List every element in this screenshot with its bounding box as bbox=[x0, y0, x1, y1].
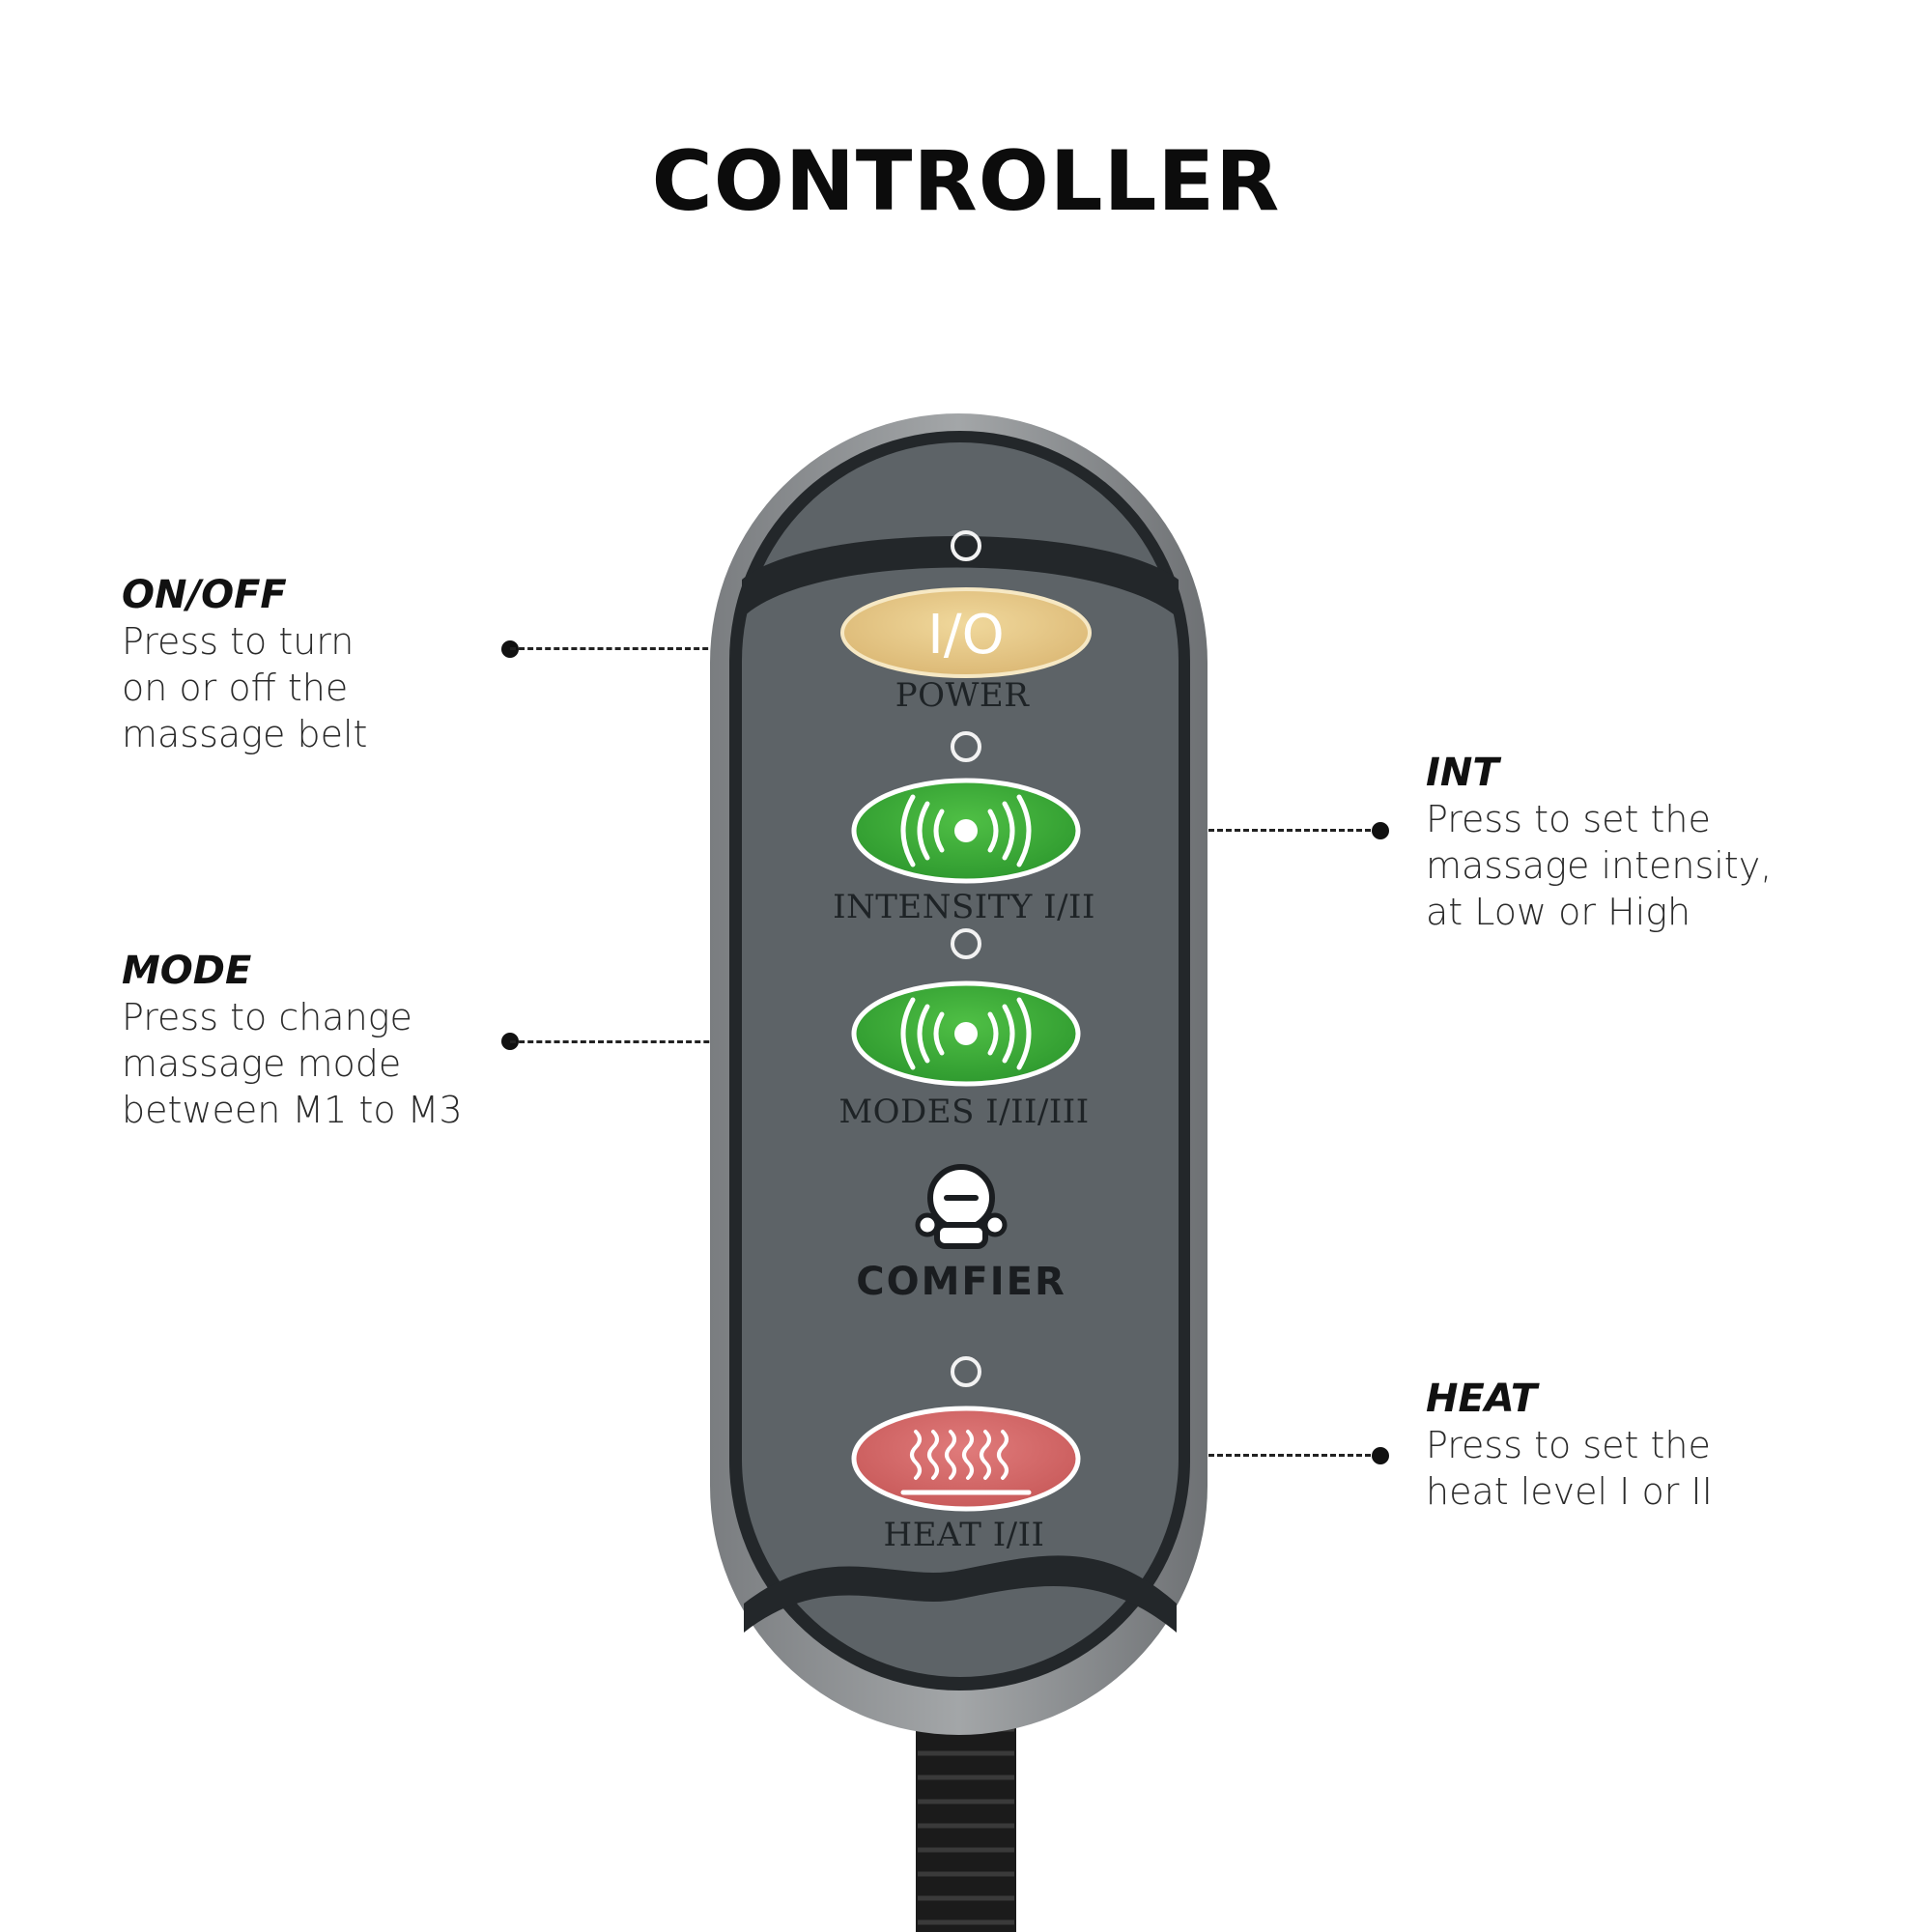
callout-int: INT Press to set the massage intensity, … bbox=[1426, 750, 1772, 935]
callout-line: at Low or High bbox=[1426, 891, 1691, 933]
led-indicator bbox=[951, 731, 981, 762]
bottom-band bbox=[744, 1555, 1177, 1633]
callout-line: Press to set the bbox=[1426, 798, 1711, 840]
callout-heading: MODE bbox=[122, 949, 252, 993]
intensity-label: INTENSITY I/II bbox=[833, 888, 1095, 926]
heat-button[interactable] bbox=[851, 1406, 1081, 1512]
intensity-button[interactable] bbox=[851, 778, 1081, 884]
brand-name: COMFIER bbox=[856, 1260, 1066, 1304]
callout-mode: MODE Press to change massage mode betwee… bbox=[122, 948, 463, 1133]
leader-dot bbox=[1372, 822, 1389, 839]
power-button[interactable]: I/O bbox=[840, 587, 1092, 678]
callout-line: Press to turn bbox=[122, 620, 355, 663]
callout-heading: HEAT bbox=[1426, 1377, 1538, 1421]
callout-line: Press to set the bbox=[1426, 1424, 1711, 1466]
callout-line: heat level I or II bbox=[1426, 1470, 1713, 1513]
callout-line: massage mode bbox=[122, 1042, 402, 1085]
callout-heat: HEAT Press to set the heat level I or II bbox=[1426, 1376, 1713, 1515]
brand-logo: COMFIER bbox=[856, 1164, 1066, 1304]
vibration-icon bbox=[900, 794, 1032, 867]
vibration-icon bbox=[900, 997, 1032, 1070]
led-indicator bbox=[951, 928, 981, 959]
callout-line: on or off the bbox=[122, 667, 349, 709]
modes-button[interactable] bbox=[851, 980, 1081, 1087]
heat-icon bbox=[900, 1430, 1032, 1495]
callout-on-off: ON/OFF Press to turn on or off the massa… bbox=[122, 572, 367, 757]
power-icon: I/O bbox=[927, 604, 1004, 667]
leader-line bbox=[510, 647, 848, 650]
top-band bbox=[742, 536, 1179, 618]
power-label: POWER bbox=[895, 676, 1031, 715]
led-indicator bbox=[951, 1356, 981, 1387]
leader-dot bbox=[1372, 1447, 1389, 1464]
heat-label: HEAT I/II bbox=[884, 1516, 1045, 1554]
mascot-icon bbox=[915, 1164, 1008, 1249]
callout-line: between M1 to M3 bbox=[122, 1089, 463, 1131]
leader-line bbox=[510, 1040, 850, 1043]
callout-line: massage intensity, bbox=[1426, 844, 1773, 887]
callout-heading: INT bbox=[1426, 751, 1499, 795]
cable bbox=[916, 1700, 1016, 1932]
callout-heading: ON/OFF bbox=[122, 573, 287, 617]
leader-line bbox=[1078, 1454, 1379, 1457]
page-title: CONTROLLER bbox=[651, 133, 1281, 230]
led-indicator bbox=[951, 530, 981, 561]
callout-line: Press to change bbox=[122, 996, 412, 1038]
modes-label: MODES I/II/III bbox=[838, 1093, 1089, 1131]
callout-line: massage belt bbox=[122, 713, 368, 755]
leader-line bbox=[1078, 829, 1379, 832]
